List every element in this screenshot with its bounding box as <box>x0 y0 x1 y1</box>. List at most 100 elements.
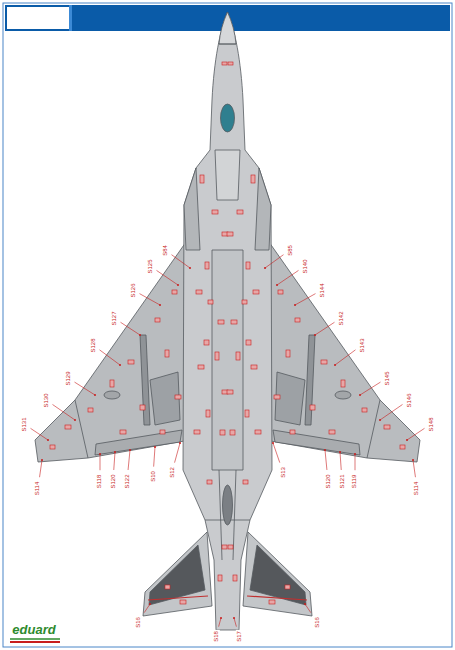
leader-dot <box>294 304 296 306</box>
stencil-box <box>198 365 204 369</box>
callout-number: S121 <box>338 473 345 489</box>
stencil-box <box>242 300 247 304</box>
stencil-box <box>220 430 225 435</box>
stencil-box <box>208 300 213 304</box>
stencil-box <box>65 425 71 429</box>
stencil-box <box>155 318 160 322</box>
right-stabilizer <box>243 532 312 616</box>
callout-number: S84 <box>162 244 169 257</box>
leader-line <box>413 460 415 477</box>
stencil-box <box>222 545 227 549</box>
leader-dot <box>189 267 191 269</box>
leader-dot <box>354 453 356 455</box>
leader-line <box>305 604 311 613</box>
callout-number: S118 <box>96 473 103 489</box>
callout-number: S85 <box>287 244 294 257</box>
stencil-box <box>218 575 222 581</box>
left-stabilizer <box>143 532 212 616</box>
logo-underline-red <box>10 641 60 643</box>
leader-line <box>295 294 316 305</box>
callout-number: S144 <box>318 282 325 298</box>
nose-gear-bay <box>215 150 240 200</box>
stencil-box <box>251 175 255 183</box>
stencil-box <box>246 340 251 345</box>
leader-dot <box>334 364 336 366</box>
leader-line <box>360 382 381 395</box>
leader-line <box>100 454 101 470</box>
leader-dot <box>272 442 274 444</box>
stencil-box <box>231 320 237 324</box>
stencil-box <box>194 430 200 434</box>
stencil-box <box>196 290 202 294</box>
page-frame <box>3 3 452 647</box>
leader-dot <box>99 453 101 455</box>
leader-dot <box>74 419 76 421</box>
stencil-box <box>321 360 327 364</box>
keel-lines <box>219 470 236 560</box>
stencil-box <box>274 395 280 399</box>
callout-number: S129 <box>64 370 71 386</box>
stencil-box <box>246 262 250 269</box>
right-stabilizer-dark <box>250 545 306 605</box>
callout-number: S114 <box>34 480 41 496</box>
leader-line <box>154 447 155 467</box>
leader-dot <box>379 419 381 421</box>
leader-dot <box>276 284 278 286</box>
stencil-box <box>207 480 212 484</box>
leader-line <box>128 450 130 470</box>
leader-line <box>31 428 49 440</box>
leader-line <box>114 452 115 470</box>
callout-number: S126 <box>129 282 136 298</box>
fuselage <box>183 12 272 630</box>
leader-dot <box>359 394 361 396</box>
stencil-box <box>180 600 186 604</box>
stencil-box <box>278 290 283 294</box>
stencil-boxes <box>50 62 405 604</box>
stencil-box <box>165 585 170 589</box>
leader-dot <box>179 442 181 444</box>
leader-dot <box>47 439 49 441</box>
stencil-box <box>384 425 390 429</box>
right-intake <box>255 168 271 250</box>
stencil-box <box>230 430 235 435</box>
callout-number: S130 <box>42 392 49 408</box>
left-flap <box>95 430 182 455</box>
leader-dot <box>324 449 326 451</box>
leader-line <box>121 322 141 335</box>
leader-line <box>340 452 341 470</box>
leader-dot <box>177 284 179 286</box>
leader-line <box>315 322 335 335</box>
leader-line <box>100 350 121 365</box>
stencil-box <box>341 380 345 387</box>
leader-dot <box>220 617 222 619</box>
stencil-box <box>237 210 243 214</box>
stencil-box <box>218 320 224 324</box>
stencil-box <box>286 350 290 357</box>
leader-dot <box>119 364 121 366</box>
stencil-box <box>50 445 55 449</box>
stencil-box <box>128 360 134 364</box>
stencil-box <box>255 430 261 434</box>
leader-line <box>219 618 221 627</box>
stencil-box <box>205 262 209 269</box>
leader-dot <box>314 334 316 336</box>
right-pylon <box>305 335 315 425</box>
leader-line <box>172 255 191 268</box>
left-stabilizer-stripe <box>148 596 208 600</box>
arrestor-hook <box>223 485 233 525</box>
leader-dot <box>154 446 156 448</box>
callout-number: S114 <box>413 480 420 496</box>
leader-line <box>175 443 180 463</box>
callout-number: S17 <box>236 630 243 643</box>
stencil-box <box>88 408 93 412</box>
header-box <box>7 7 69 29</box>
callout-number: S145 <box>383 370 390 386</box>
left-intake <box>184 168 200 250</box>
radome <box>219 12 236 44</box>
stencil-box <box>165 350 169 357</box>
left-stabilizer-dark <box>149 545 205 605</box>
left-outer-pylon <box>104 391 120 399</box>
stencil-box <box>227 390 233 394</box>
